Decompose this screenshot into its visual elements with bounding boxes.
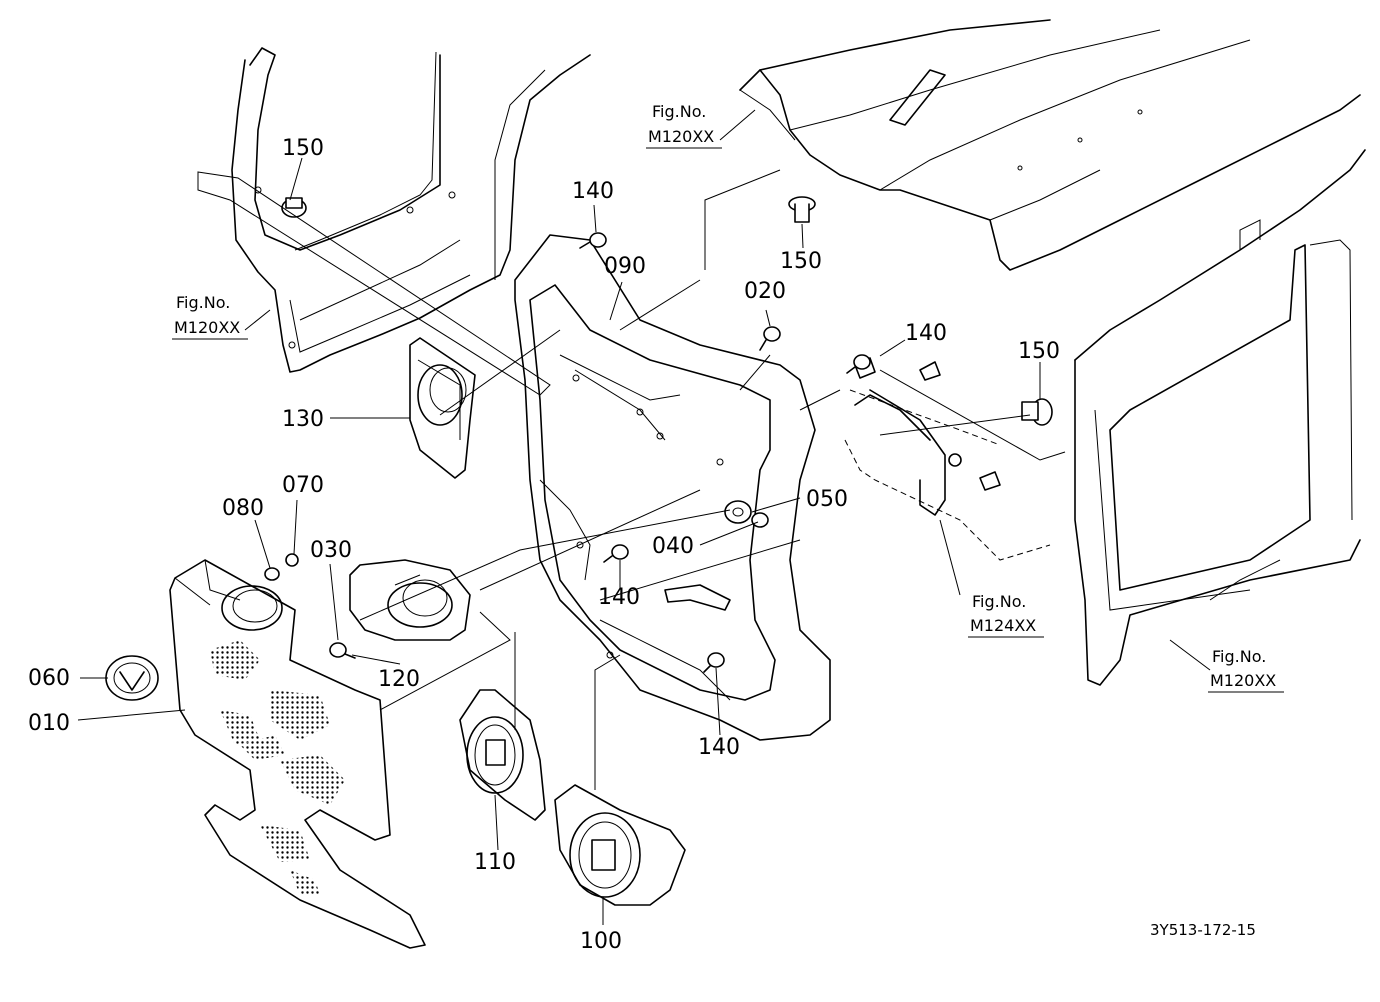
label-140-top: 140	[572, 179, 614, 204]
left-cab-pillar	[231, 47, 591, 373]
label-080: 080	[222, 496, 264, 521]
label-040: 040	[652, 534, 694, 559]
label-050: 050	[806, 487, 848, 512]
grommet-050	[724, 500, 752, 524]
grille-frame-090	[514, 234, 831, 741]
reference-lines	[197, 169, 1066, 790]
lamp-120	[349, 559, 471, 641]
svg-text:Fig.No.: Fig.No.	[972, 592, 1026, 611]
label-110: 110	[474, 850, 516, 875]
svg-text:M124XX: M124XX	[970, 616, 1036, 635]
washer-080	[264, 567, 280, 581]
diagram-code: 3Y513-172-15	[1150, 921, 1256, 939]
label-060: 060	[28, 666, 70, 691]
bolt-140-right	[846, 354, 871, 374]
front-grille-010	[169, 559, 426, 949]
svg-text:Fig.No.: Fig.No.	[176, 293, 230, 312]
svg-text:Fig.No.: Fig.No.	[652, 102, 706, 121]
label-090: 090	[604, 254, 646, 279]
svg-text:M120XX: M120XX	[1210, 671, 1276, 690]
figure-ref-top: Fig.No. M120XX	[646, 102, 722, 149]
lamp-130	[409, 337, 476, 479]
bolt-030	[329, 642, 356, 659]
part-labels: 150 140 090 020 150 140 150 130 070 080 …	[28, 136, 1060, 954]
frame-bracket	[844, 357, 1051, 561]
svg-text:M120XX: M120XX	[648, 127, 714, 146]
label-130: 130	[282, 407, 324, 432]
label-150-upper-left: 150	[282, 136, 324, 161]
right-cab-pillar	[1074, 149, 1366, 686]
figure-ref-left: Fig.No. M120XX	[172, 293, 248, 340]
hood-panel	[739, 19, 1361, 271]
figure-ref-right: Fig.No. M120XX	[1208, 647, 1284, 693]
callout-leaders	[77, 109, 1211, 925]
figure-ref-bracket: Fig.No. M124XX	[968, 592, 1044, 638]
label-140-right: 140	[905, 321, 947, 346]
bolt-140-top	[579, 232, 607, 249]
bolt-150-right	[1021, 398, 1053, 426]
label-070: 070	[282, 473, 324, 498]
bolt-020	[759, 326, 781, 351]
label-100: 100	[580, 929, 622, 954]
lamp-housing-100	[554, 784, 686, 906]
bolt-140-middle	[603, 544, 629, 563]
label-140-middle: 140	[598, 585, 640, 610]
label-030: 030	[310, 538, 352, 563]
label-150-right: 150	[1018, 339, 1060, 364]
label-020: 020	[744, 279, 786, 304]
bolt-140-bottom	[703, 652, 725, 673]
bolt-150-upper-middle	[788, 196, 816, 223]
lamp-housing-110	[459, 689, 546, 821]
emblem-060	[105, 655, 159, 701]
label-120: 120	[378, 667, 420, 692]
svg-text:M120XX: M120XX	[174, 318, 240, 337]
collar-040	[751, 512, 769, 528]
label-140-bottom: 140	[698, 735, 740, 760]
label-150-upper-middle: 150	[780, 249, 822, 274]
label-010: 010	[28, 711, 70, 736]
bolt-150-upper-left	[281, 197, 307, 218]
svg-text:Fig.No.: Fig.No.	[1212, 647, 1266, 666]
washer-070	[285, 553, 299, 567]
